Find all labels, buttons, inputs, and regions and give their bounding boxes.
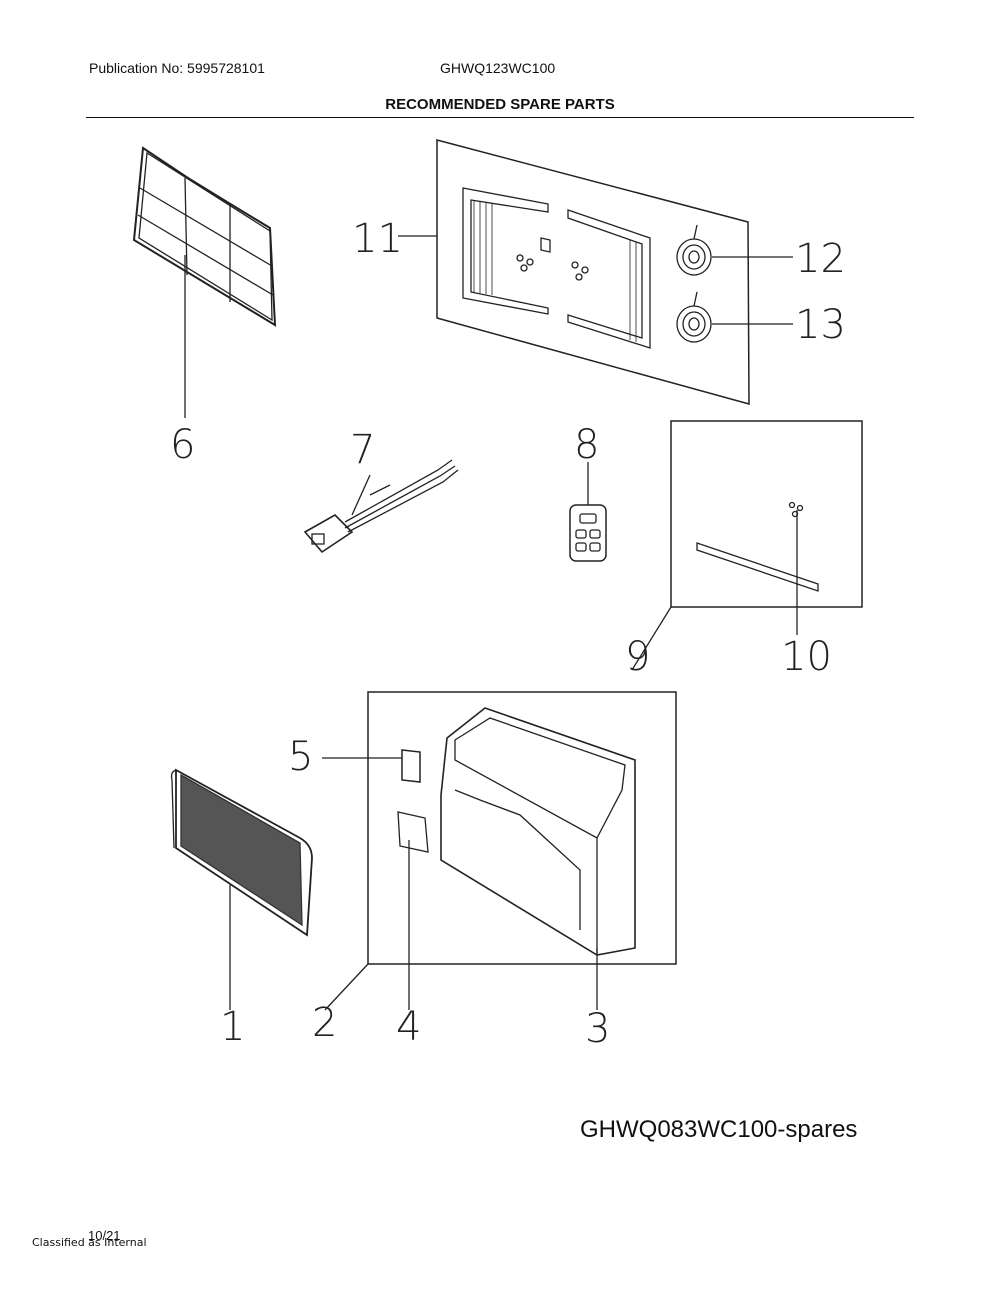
callout-8: 8 — [574, 422, 599, 468]
power-cord-drawing — [303, 459, 459, 554]
classification-label: Classified as Internal — [32, 1236, 147, 1249]
callout-7: 7 — [350, 427, 375, 473]
front-grille-drawing — [170, 768, 313, 937]
callout-6: 6 — [170, 422, 195, 468]
seal-strip-kit-drawing — [670, 420, 863, 608]
cabinet-kit-drawing — [367, 691, 677, 965]
callout-10: 10 — [781, 634, 832, 680]
callout-12: 12 — [795, 236, 846, 282]
leader-lines — [184, 235, 798, 1011]
page-title: RECOMMENDED SPARE PARTS — [385, 96, 615, 113]
callout-4: 4 — [396, 1004, 421, 1050]
remote-control-drawing — [569, 504, 607, 562]
air-filter-drawing — [132, 146, 277, 327]
diagram-code: GHWQ083WC100-spares — [580, 1116, 858, 1143]
callout-5: 5 — [288, 734, 313, 780]
callout-2: 2 — [312, 1000, 337, 1046]
model-number: GHWQ123WC100 — [440, 60, 556, 76]
revision-date: 10/21 — [88, 1228, 121, 1243]
header-rule — [86, 117, 914, 118]
callout-13: 13 — [795, 302, 846, 348]
callout-1: 1 — [220, 1004, 245, 1050]
callout-9: 9 — [625, 634, 650, 680]
callout-3: 3 — [585, 1006, 610, 1052]
callout-11: 11 — [352, 216, 403, 262]
side-panel-kit-drawing — [436, 139, 750, 405]
publication-number: Publication No: 5995728101 — [89, 60, 265, 76]
